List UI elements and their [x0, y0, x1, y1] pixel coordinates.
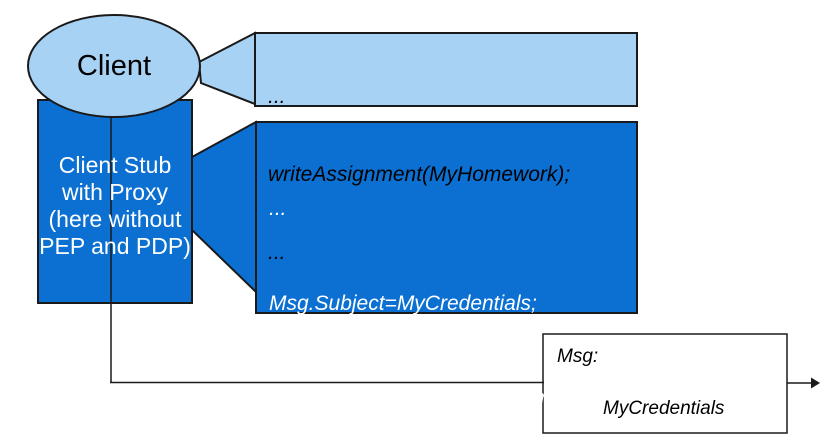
- client-stub-label-line: (here without: [48, 205, 182, 232]
- client-code: ... writeAssignment(MyHomework); ...: [268, 32, 570, 318]
- client-stub-label-line: PEP and PDP): [39, 232, 191, 259]
- code-line: ...: [269, 197, 287, 220]
- client-callout-pointer: [197, 31, 256, 106]
- message-value: MyCredentials: [603, 398, 725, 419]
- code-line: ...: [268, 241, 286, 264]
- client-label: Client: [76, 49, 152, 82]
- client-stub-label-line: Client Stub: [58, 151, 172, 178]
- code-line: ...: [268, 85, 286, 108]
- stub-callout-box: [255, 121, 638, 314]
- client-ellipse: [27, 14, 201, 118]
- code-line: writeAssignment(MyHomework);: [268, 163, 571, 186]
- stub-code: ... Msg.Subject=MyCredentials; Msg.Metho…: [269, 130, 615, 440]
- client-stub-label-line: with Proxy: [61, 178, 169, 205]
- message-box-label: Msg:: [557, 346, 599, 367]
- message-box-values: MyCredentials writeAssignment_Id MyHomew…: [603, 344, 769, 440]
- output-arrow-head: [811, 377, 820, 389]
- stub-callout-pointer: [191, 120, 257, 295]
- client-callout-box: [254, 32, 638, 107]
- code-line: Msg.Method_Id=writeAssignment_Id;: [269, 386, 616, 409]
- client-stub-label: Client Stub with Proxy (here without PEP…: [38, 100, 192, 303]
- client-stub-box: [37, 99, 193, 304]
- code-line: Msg.Subject=MyCredentials;: [269, 291, 537, 315]
